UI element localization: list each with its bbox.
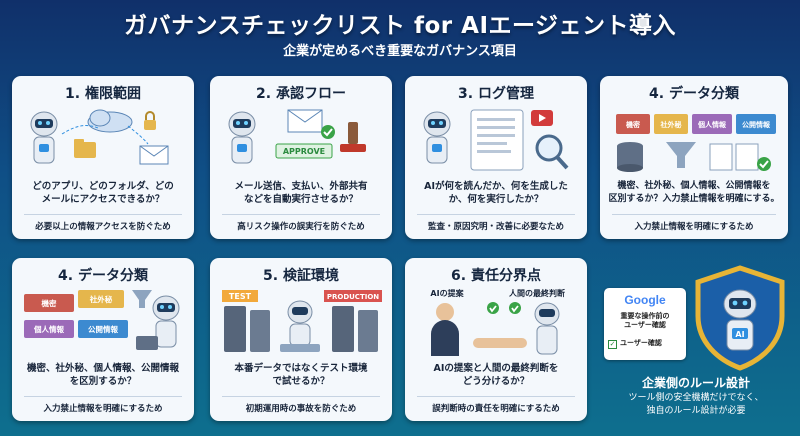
robot-icon [423,111,451,164]
card-data-classification-2: 4. データ分類 機密 社外秘 個人情報 公開情報 機密、社外秘、個人情報、公開… [12,258,194,421]
robot-icon [30,111,58,164]
card-footnote: 高リスク操作の誤実行を防ぐため [237,222,365,232]
divider [222,214,380,215]
card-responsibility-boundary: 6. 責任分界点 AIの提案 人間の最終判断 AIの提案と人間の最終判断を どう… [405,258,587,421]
robot-icon [228,111,256,164]
card-title: 3. ログ管理 [458,86,534,102]
card-art: TEST PRODUCTION [222,290,382,352]
card-art: 機密 社外秘 個人情報 公開情報 [24,290,180,350]
card-footnote: 初期運用時の事故を防ぐため [245,404,357,414]
funnel-icon [132,290,152,308]
approve-banner [275,143,333,159]
card-art [423,109,569,171]
cloud-icon [87,109,133,133]
card-description: どのアプリ、どのフォルダ、どの メールにアクセスできるか？ [32,181,174,205]
card-art: APPROVE [228,109,366,164]
card-data-classification: 4. データ分類 機密 社外秘 個人情報 公開情報 機密、社外秘、個人情報、公開… [600,76,788,239]
document-icon [709,143,759,171]
card-title: 4. データ分類 [58,268,148,284]
card-description: AIの提案と人間の最終判断を どう分けるか？ [433,363,559,387]
folder-icon [24,290,128,338]
card-approval-flow: 2. 承認フロー APPROVE メール送信、支払い、外部共有 などを自動実行さ… [210,76,392,239]
production-sign-label: PRODUCTION [327,293,379,301]
funnel-icon [666,142,696,168]
envelope-icon [287,109,323,133]
divider [612,214,776,215]
production-sign [324,290,382,302]
card-description: AIが何を読んだか、何を生成した か、何を実行したか？ [424,181,568,205]
card-footnote: 誤判断時の責任を明確にするため [432,404,560,414]
rules-panel: Google 重要な操作前の ユーザー確認 ✓ユーザー確認 AI 企業側のルール… [598,258,794,430]
folder-label: 公開情報 [88,324,118,334]
folder-label: 機密 [626,120,640,129]
rules-title: 企業側のルール設計 [641,376,750,390]
card-description: 本番データではなくテスト環境 で試せるか？ [234,363,368,387]
card-access-scope: 1. 権限範囲 どのアプリ、どのフォルダ、どの メールにアクセスできるか？ [12,76,194,239]
test-sign [222,290,258,302]
card-footnote: 監査・原因究明・改善に必要なため [427,222,564,232]
folder-icon [74,139,96,158]
card-footnote: 入力禁止情報を明確にするため [634,222,754,232]
robot-icon [280,300,320,352]
google-confirm-card: Google 重要な操作前の ユーザー確認 ✓ユーザー確認 [604,288,686,360]
card-description: メール送信、支払い、外部共有 などを自動実行させるか？ [234,181,368,205]
stamp-icon [340,122,366,152]
card-title: 6. 責任分界点 [451,268,541,284]
lock-icon [144,111,156,130]
robot-icon [723,289,757,351]
folder-label: 社外秘 [660,120,682,129]
envelope-icon [139,145,169,165]
card-test-environment: 5. 検証環境 TEST PRODUCTION 本番データではなくテスト環境 で… [210,258,392,421]
page-title: ガバナンスチェックリスト for AIエージェント導入 [123,13,677,39]
checkbox-icon: ✓ [608,340,617,349]
card-title: 2. 承認フロー [256,86,346,102]
divider [417,396,575,397]
card-art [30,109,169,165]
card-description: 機密、社外秘、個人情報、公開情報 を区別するか？ [26,363,179,387]
ai-proposal-label: AIの提案 [430,288,464,298]
page-subtitle: 企業が定めるべき重要なガバナンス項目 [283,44,517,59]
card-title: 4. データ分類 [649,86,739,102]
document-icon [470,109,524,171]
person-icon [431,303,459,356]
human-decision-label: 人間の最終判断 [509,288,565,298]
approve-label: APPROVE [283,147,325,156]
robot-icon [136,295,180,350]
handshake-icon [473,338,527,348]
shield-ai-label: AI [735,330,744,339]
folder-icon [616,114,776,134]
folder-label: 機密 [42,298,57,308]
google-card-text: 重要な操作前の ユーザー確認 [620,312,670,329]
divider [24,214,182,215]
robot-icon [534,302,560,355]
card-footnote: 必要以上の情報アクセスを防ぐため [35,222,171,232]
magnifier-icon [535,134,569,170]
check-icon [321,125,335,139]
divider [222,396,380,397]
rules-description: ツール側の安全機構だけでなく、 独自のルール設計が必要 [628,393,764,416]
folder-label: 個人情報 [33,324,64,334]
check-icon [487,302,521,314]
folder-label: 公開情報 [742,120,771,129]
server-icon [224,306,378,352]
test-sign-label: TEST [229,292,252,301]
user-confirm-label: ユーザー確認 [620,339,662,347]
card-art: 機密 社外秘 個人情報 公開情報 [616,114,776,172]
user-confirm-check: ✓ユーザー確認 [608,338,686,349]
database-icon [617,142,643,172]
card-title: 1. 権限範囲 [65,86,141,102]
folder-label: 個人情報 [697,120,727,129]
divider [417,214,575,215]
card-art: AIの提案 人間の最終判断 [430,288,565,356]
play-icon [531,110,553,126]
card-description: 機密、社外秘、個人情報、公開情報を 区別するか？入力禁止情報を明確にする。 [608,181,780,204]
check-icon [757,157,771,171]
card-title: 5. 検証環境 [263,268,339,284]
card-log-management: 3. ログ管理 AIが何を読んだか、何を生成した か、何を実行したか？ 監査・原… [405,76,587,239]
card-footnote: 入力禁止情報を明確にするため [43,404,163,414]
shield-icon: AI [695,265,785,371]
divider [24,396,182,397]
folder-label: 社外秘 [89,294,113,304]
google-logo: Google [624,293,666,307]
